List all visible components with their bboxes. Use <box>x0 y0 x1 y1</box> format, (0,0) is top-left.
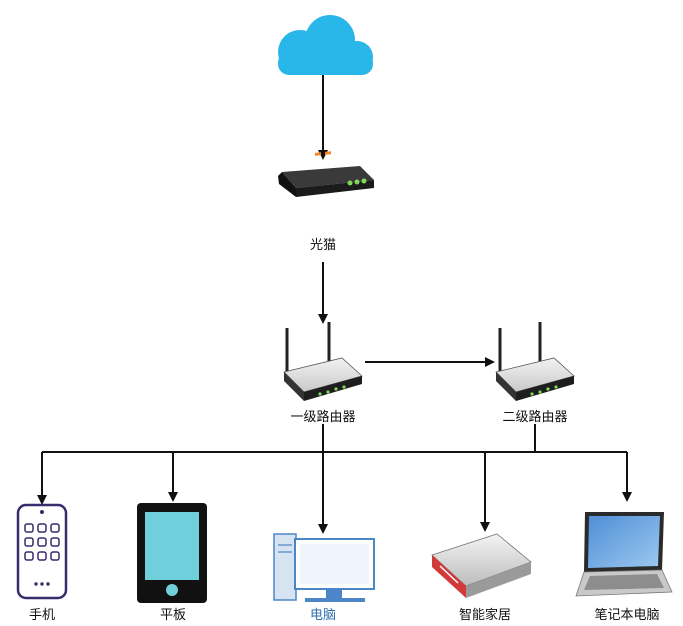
smart-home-label: 智能家居 <box>458 608 512 623</box>
router2-label: 二级路由器 <box>502 410 568 425</box>
phone-label: 手机 <box>28 608 56 623</box>
desktop-computer-icon <box>273 533 375 602</box>
smart-home-device-icon <box>431 533 532 598</box>
phone-icon <box>16 503 68 600</box>
laptop-label: 笔记本电脑 <box>594 608 660 623</box>
cloud-icon <box>278 15 373 75</box>
computer-label: 电脑 <box>309 608 337 623</box>
tablet-icon <box>137 503 207 603</box>
router2-icon <box>495 322 575 401</box>
router1-label: 一级路由器 <box>290 410 356 425</box>
router1-icon <box>283 322 363 401</box>
connections <box>37 75 632 534</box>
tablet-label: 平板 <box>159 608 187 623</box>
modem-icon <box>278 151 374 197</box>
laptop-icon <box>575 512 673 597</box>
modem-label: 光猫 <box>309 238 337 253</box>
